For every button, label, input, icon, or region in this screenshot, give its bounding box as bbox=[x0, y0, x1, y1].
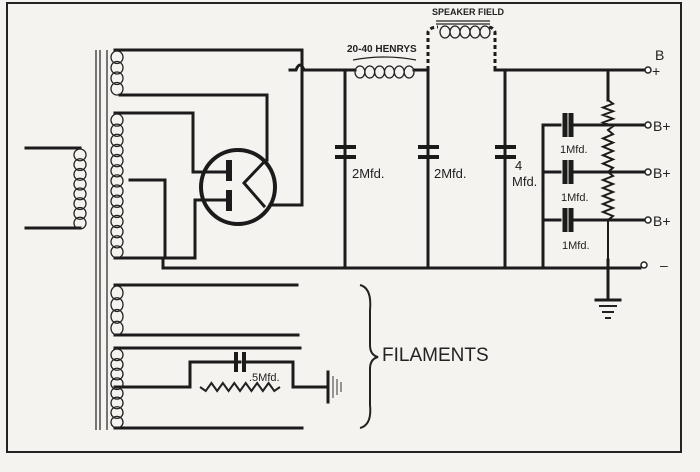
cap3-value: 4 bbox=[515, 158, 522, 173]
cap2-label: 2Mfd. bbox=[434, 166, 467, 181]
cap1-label: 2Mfd. bbox=[352, 166, 385, 181]
winding-coil bbox=[73, 148, 87, 230]
secondary-coils bbox=[73, 50, 124, 429]
border bbox=[6, 2, 682, 453]
terminals bbox=[640, 66, 652, 269]
ground-symbol bbox=[594, 298, 622, 319]
winding-coil bbox=[110, 50, 124, 96]
b-plus-1-label: B+ bbox=[653, 118, 671, 134]
voltage-divider bbox=[541, 68, 647, 302]
bypass3-label: 1Mfd. bbox=[562, 240, 590, 252]
bypass1-label: 1Mfd. bbox=[560, 144, 588, 156]
speaker-field-coil bbox=[426, 20, 497, 70]
minus-label: – bbox=[660, 257, 668, 273]
filaments-brace bbox=[359, 284, 379, 429]
cap3-unit: Mfd. bbox=[512, 174, 537, 189]
filaments-label: FILAMENTS bbox=[382, 345, 489, 366]
b-plus-2-label: B+ bbox=[653, 165, 671, 181]
speaker-field-label: SPEAKER FIELD bbox=[432, 7, 505, 17]
transformer-core bbox=[95, 50, 108, 430]
bypass2-label: 1Mfd. bbox=[561, 192, 589, 204]
rectifier-tube bbox=[199, 148, 277, 226]
filter-choke bbox=[348, 56, 430, 79]
rectifier-filament-winding bbox=[113, 48, 352, 207]
winding-coil bbox=[110, 285, 124, 336]
primary-winding bbox=[24, 146, 82, 230]
winding-coil bbox=[110, 348, 124, 429]
b-plus-main-b: B bbox=[655, 47, 664, 63]
b-plus-main-plus: + bbox=[652, 63, 660, 79]
choke-label: 20-40 HENRYS bbox=[347, 44, 417, 55]
winding-coil bbox=[110, 113, 124, 259]
filament-windings bbox=[113, 283, 342, 430]
filter-capacitors bbox=[335, 68, 516, 270]
high-voltage-winding bbox=[113, 111, 642, 270]
filament-cap-label: .5Mfd. bbox=[249, 372, 280, 384]
b-plus-3-label: B+ bbox=[653, 213, 671, 229]
